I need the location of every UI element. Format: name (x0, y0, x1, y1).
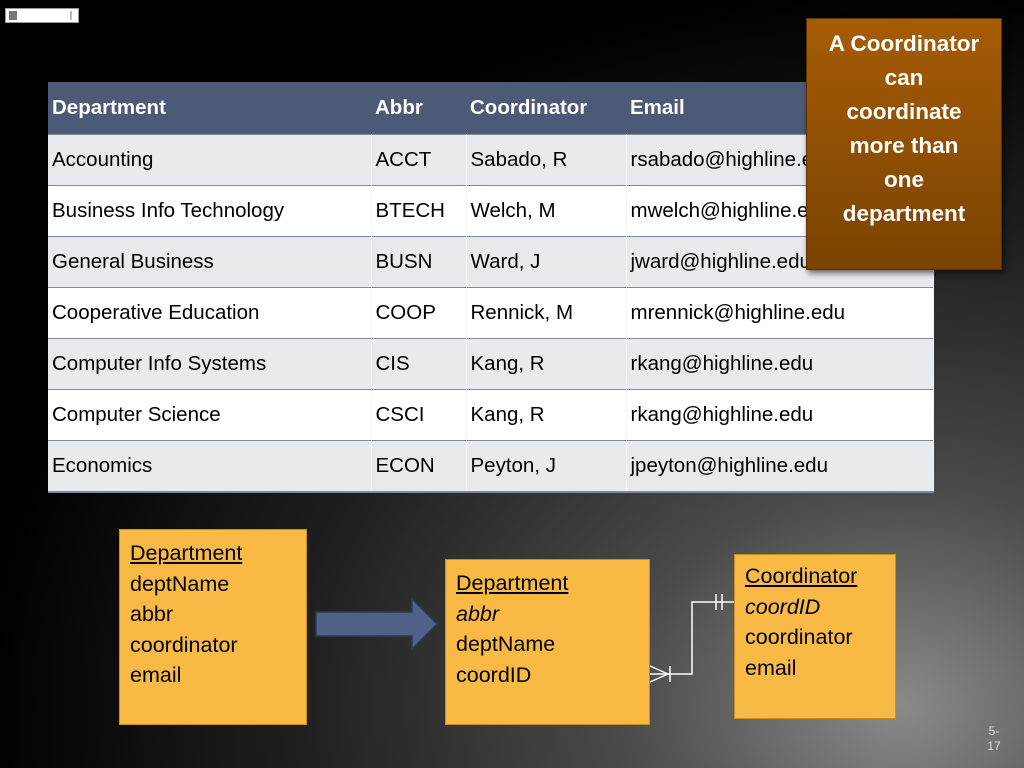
cell-email: jward@highline.edu (626, 236, 934, 288)
entity-field: deptName (130, 571, 230, 596)
callout-line: A Coordinator (828, 31, 980, 56)
cell-department: Computer Science (48, 389, 372, 441)
entity-key-field: coordID (745, 594, 821, 619)
cell-department: Computer Info Systems (48, 338, 372, 390)
header-coordinator: Coordinator (466, 82, 626, 135)
entity-name: Department (456, 571, 569, 595)
entity-field: coordinator (130, 632, 238, 657)
entity-field: email (745, 655, 797, 680)
department-table: Department Abbr Coordinator Email Accoun… (48, 82, 934, 493)
cell-coordinator: Welch, M (466, 185, 627, 237)
relationship-line (650, 601, 734, 675)
header-department: Department (48, 82, 371, 135)
cell-email: jpeyton@highline.edu (626, 440, 934, 492)
logo-mark-right (70, 11, 72, 20)
cell-email: mrennick@highline.edu (626, 287, 934, 339)
cell-coordinator: Rennick, M (466, 287, 627, 339)
cell-abbr: BUSN (371, 236, 467, 288)
entity-key-field: abbr (456, 601, 500, 626)
callout-line: more than (849, 133, 959, 158)
crows-foot-icon (649, 673, 669, 683)
cell-coordinator: Peyton, J (466, 440, 627, 492)
cell-coordinator: Kang, R (466, 389, 627, 441)
entity-department-after: Department abbr deptName coordID (445, 559, 650, 725)
cell-abbr: ECON (371, 440, 467, 492)
cell-department: Accounting (48, 134, 372, 186)
table-header-row: Department Abbr Coordinator Email (48, 82, 934, 135)
cell-abbr: COOP (371, 287, 467, 339)
cell-department: Cooperative Education (48, 287, 372, 339)
entity-name: Coordinator (745, 564, 858, 588)
cell-coordinator: Kang, R (466, 338, 627, 390)
table-row: Computer Info Systems CIS Kang, R rkang@… (48, 338, 934, 390)
callout-line: coordinate (846, 99, 962, 124)
cell-department: General Business (48, 236, 372, 288)
callout-line: department (842, 201, 966, 226)
entity-field: coordID (456, 662, 532, 687)
cell-department: Economics (48, 440, 372, 492)
crows-foot-icon (649, 665, 669, 675)
header-abbr: Abbr (371, 82, 466, 135)
callout-line: can (884, 65, 924, 90)
cell-abbr: CSCI (371, 389, 467, 441)
table-row: General Business BUSN Ward, J jward@high… (48, 236, 934, 288)
cell-abbr: ACCT (371, 134, 467, 186)
callout-line: one (883, 167, 924, 192)
cell-coordinator: Sabado, R (466, 134, 627, 186)
cell-abbr: BTECH (371, 185, 467, 237)
coordinator-callout: A Coordinator can coordinate more than o… (806, 18, 1002, 270)
transform-arrow-icon (315, 597, 439, 651)
entity-name: Department (130, 541, 243, 565)
entity-department-before: Department deptName abbr coordinator ema… (119, 529, 307, 725)
entity-field: abbr (130, 602, 174, 626)
table-row: Economics ECON Peyton, J jpeyton@highlin… (48, 440, 934, 492)
cell-email: rkang@highline.edu (626, 338, 934, 390)
entity-field: deptName (456, 632, 556, 656)
cell-email: rkang@highline.edu (626, 389, 934, 441)
page-number: 5- 17 (982, 724, 1006, 754)
logo-placeholder (5, 8, 79, 23)
entity-field: email (130, 663, 182, 687)
table-row: Computer Science CSCI Kang, R rkang@high… (48, 389, 934, 441)
page-number-line: 17 (987, 739, 1001, 753)
cell-abbr: CIS (371, 338, 467, 390)
page-number-line: 5- (988, 724, 1000, 738)
cell-department: Business Info Technology (48, 185, 372, 237)
logo-mark (9, 11, 17, 20)
entity-field: coordinator (745, 625, 853, 649)
entity-coordinator: Coordinator coordID coordinator email (734, 554, 896, 719)
table-row: Cooperative Education COOP Rennick, M mr… (48, 287, 934, 339)
cell-coordinator: Ward, J (466, 236, 627, 288)
